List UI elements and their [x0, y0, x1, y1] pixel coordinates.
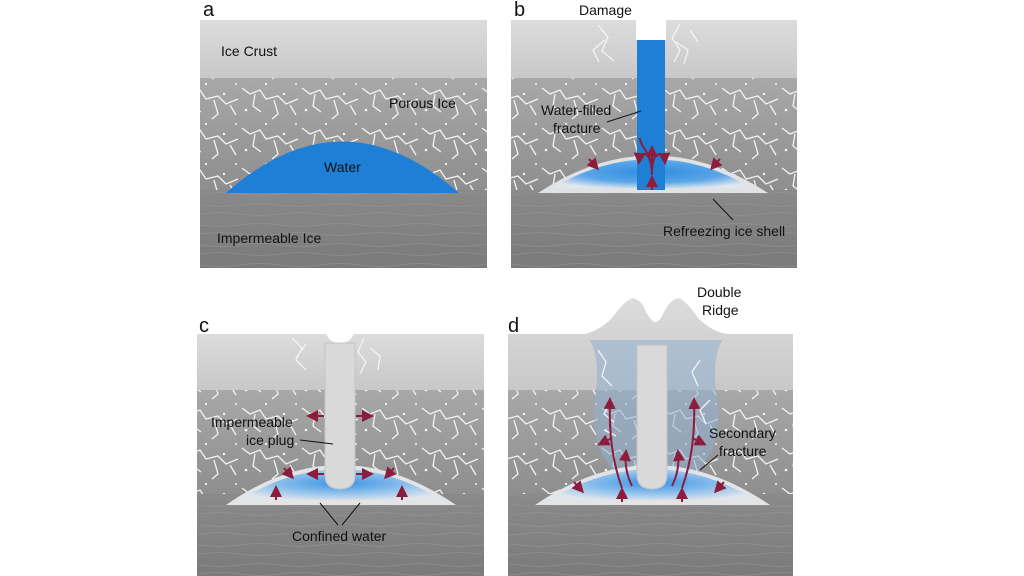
label-fracture: fracture [553, 120, 601, 136]
panel-letter-a: a [203, 0, 215, 21]
label-secondary: Secondary [709, 425, 776, 441]
label-confined-water: Confined water [292, 528, 387, 544]
panel-letter-d: d [508, 315, 519, 337]
label-water: Water [324, 159, 361, 175]
label-porous-ice: Porous Ice [389, 95, 456, 111]
label-water-filled: Water-filled [541, 102, 611, 118]
label-damage: Damage [579, 2, 632, 18]
ice-plug [637, 345, 667, 489]
label-refreezing-ice-shell: Refreezing ice shell [663, 223, 785, 239]
panel-letter-b: b [514, 0, 525, 21]
label-ice-crust: Ice Crust [221, 43, 277, 59]
label-impermeable-ice: Impermeable Ice [217, 230, 321, 246]
label-ridge: Ridge [702, 302, 739, 318]
panel-c: c Impermeable ice plug Confined water [197, 315, 484, 576]
impermeable-ice-plug [325, 343, 355, 489]
panel-letter-c: c [199, 315, 209, 337]
panel-d: d Double Ridge Secondary fracture [508, 284, 793, 576]
label-ice-plug: ice plug [246, 432, 294, 448]
label-impermeable: Impermeable [211, 414, 293, 430]
panel-b: b Damage Water-filled fracture Refreezin… [511, 0, 797, 268]
label-double: Double [697, 284, 742, 300]
panel-a: a Ice Crust Porous Ice Water Impermeable… [200, 0, 487, 268]
label-secondary-fracture: fracture [719, 443, 767, 459]
surface-gap [636, 20, 666, 40]
